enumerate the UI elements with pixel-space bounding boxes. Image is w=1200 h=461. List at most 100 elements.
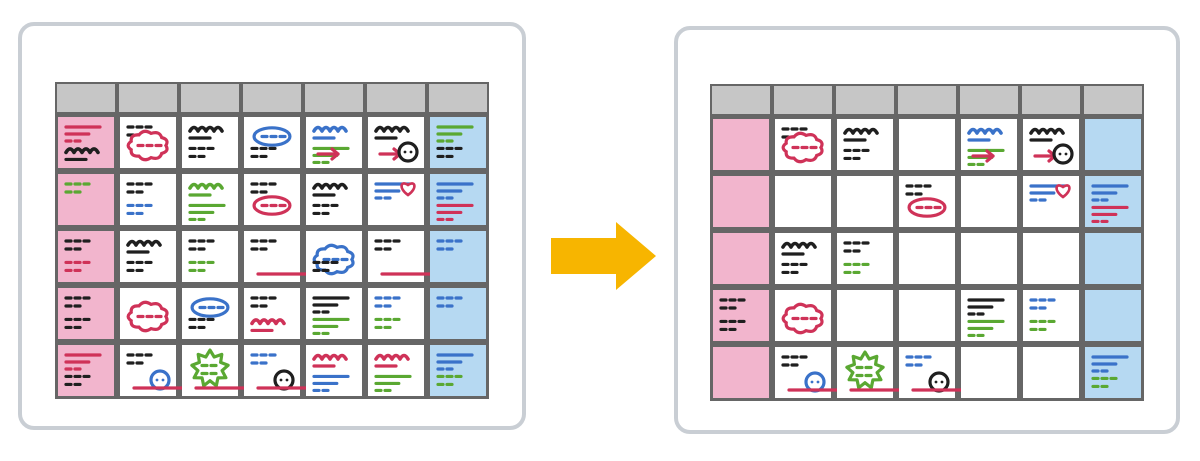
blue-dashes [436,239,463,251]
day-cell-background [430,288,486,339]
black-dashes [719,298,746,310]
red-oval [252,195,292,216]
green-dashes [436,374,463,387]
black-lines [967,298,1005,316]
blue-dashes [1029,298,1056,310]
day-cell [182,174,238,225]
day-cell [899,176,955,227]
red-squiggle [250,318,286,333]
black-dashes [188,317,215,330]
day-cell [182,117,238,168]
black-dashes [250,239,277,251]
blue-cloud [312,243,355,276]
day-cell [58,288,114,339]
black-dashes [312,260,339,273]
black-circle [397,141,419,163]
black-squiggle [188,125,224,140]
blue-dashes [436,296,463,308]
day-cell-background [961,176,1017,227]
blue-squiggle [967,127,1003,142]
black-dashes [64,374,91,387]
day-cell [961,290,1017,341]
day-cell [430,345,486,396]
red-lines [64,125,102,143]
day-cell [837,290,893,341]
day-cell-background [837,290,893,341]
day-cell [1085,290,1141,341]
busy-schedule-calendar [55,82,489,399]
day-cell-background [837,119,893,170]
day-cell-background [182,117,238,168]
day-cell [120,345,196,396]
black-dashes [64,296,91,308]
black-dashes [126,353,153,365]
day-cell-background [182,231,238,282]
blue-squiggle [312,125,348,140]
header-cell [429,84,487,112]
red-cloud [781,131,824,164]
red-squiggle [312,353,348,368]
black-dashes [781,355,808,367]
green-lines [188,203,226,222]
day-cell [713,347,769,398]
black-dashes [126,260,153,273]
day-cell-background [899,119,955,170]
right-arrow-shape [551,222,656,290]
day-cell [368,288,424,339]
black-dashes [843,241,870,253]
day-cell-background [368,345,424,396]
green-star [845,350,885,390]
black-squiggle [64,147,100,162]
red-oval [907,197,947,218]
day-cell-background [430,231,486,282]
green-dashes [843,262,870,275]
black-dashes [843,148,870,161]
green-dashes [188,260,215,273]
black-dashes [188,146,215,159]
day-cell [899,290,955,341]
black-squiggle [781,241,817,256]
black-dashes [312,203,339,216]
blue-dashes [250,353,277,365]
day-cell-background [1085,290,1141,341]
day-cell-background [368,288,424,339]
header-cell [57,84,115,112]
header-cell [1084,86,1142,114]
day-cell [306,231,362,282]
day-cell-background [713,290,769,341]
day-cell [713,290,769,341]
day-cell [368,345,424,396]
day-cell [182,288,238,339]
day-cell-background [306,117,362,168]
day-cell [775,347,851,398]
day-cell [961,347,1017,398]
day-cell [244,288,300,339]
black-dashes [719,319,746,332]
red-heart [1055,184,1071,199]
day-cell [775,119,831,170]
green-lines [374,374,412,393]
right-arrow [551,222,656,290]
green-lines [436,125,474,143]
red-arrow [971,149,995,163]
red-arrow [316,147,340,161]
blue-dashes [126,203,153,216]
day-cell-background [775,176,831,227]
day-cell [1023,347,1079,398]
day-cell [120,174,176,225]
green-star [190,348,230,388]
blue-circle [149,369,171,391]
day-cell-background [120,231,176,282]
day-cell [306,174,362,225]
day-cell [1085,119,1141,170]
day-cell [244,231,320,282]
day-cell-background [713,176,769,227]
red-lines [64,353,102,371]
day-cell [430,117,486,168]
green-dashes [374,317,401,330]
black-dashes [188,239,215,251]
day-cell [713,233,769,284]
day-cell [244,345,320,396]
header-cell [836,86,894,114]
red-dashes [64,260,91,273]
